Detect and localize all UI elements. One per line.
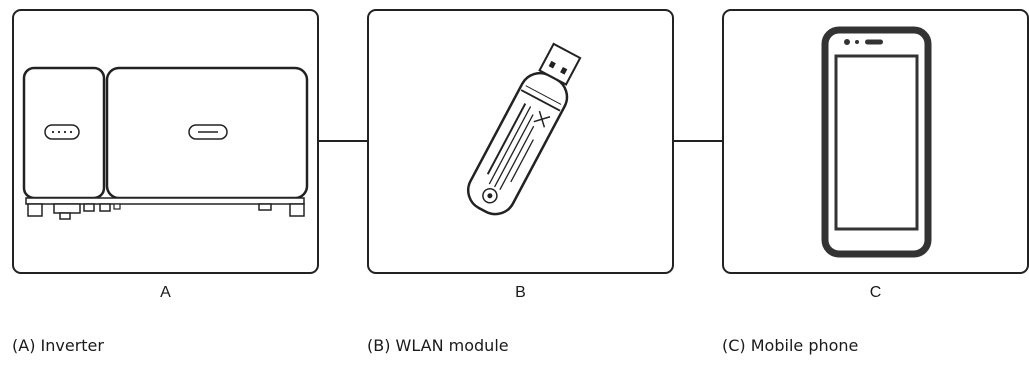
panel-letter-b: B: [515, 284, 526, 301]
caption-wlan-module: (B) WLAN module: [367, 336, 509, 355]
caption-inverter: (A) Inverter: [12, 336, 104, 355]
caption-mobile-phone: (C) Mobile phone: [722, 336, 859, 355]
panel-letter-c: C: [869, 284, 882, 301]
wlan-dongle-icon: [466, 42, 582, 216]
connection-line-a-b: [319, 140, 367, 142]
mobile-phone-icon: [821, 26, 932, 258]
connection-line-b-c: [674, 140, 722, 142]
panel-letter-a: A: [160, 284, 171, 301]
panel-mobile-phone: [722, 9, 1029, 274]
panel-inverter: [12, 9, 319, 274]
panel-wlan-module: [367, 9, 674, 274]
inverter-icon: [22, 66, 309, 220]
